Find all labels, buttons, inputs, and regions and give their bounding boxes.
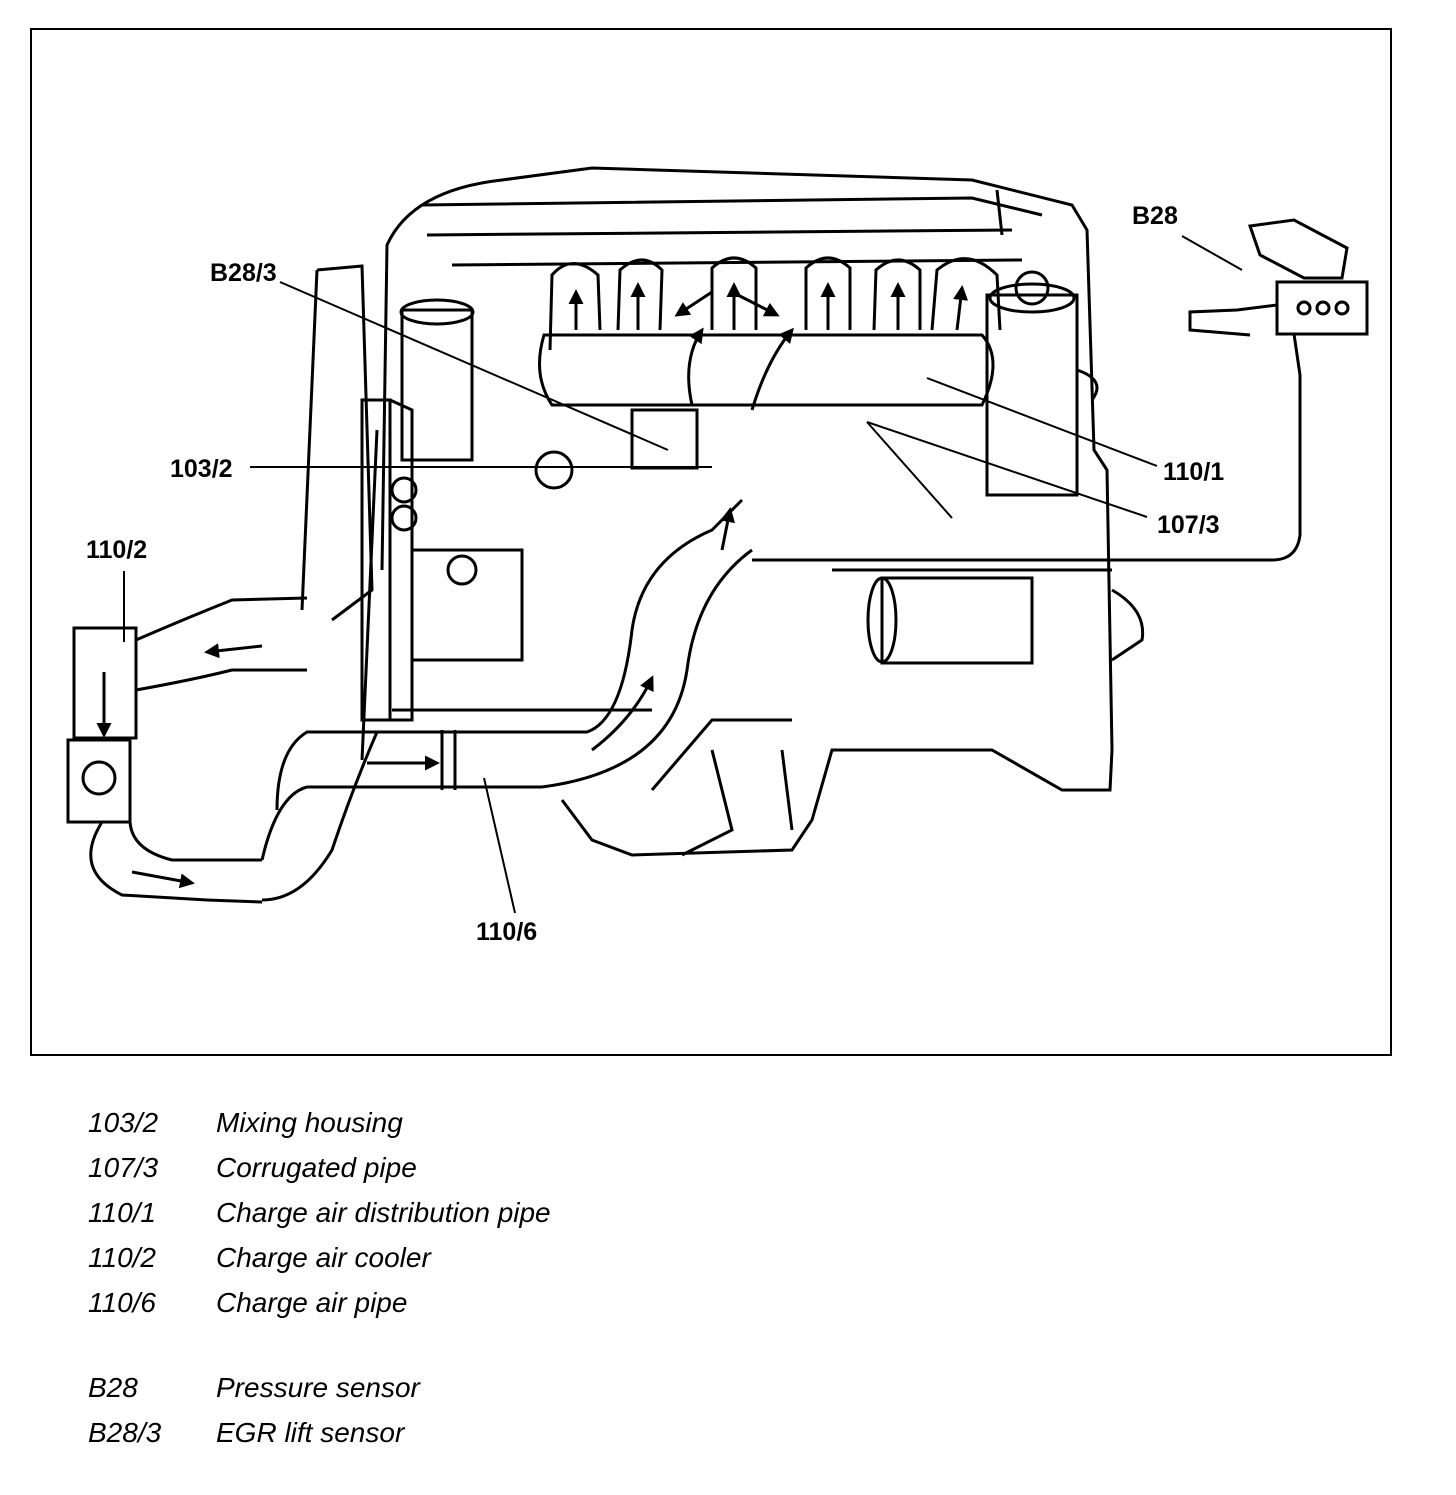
legend-description: Corrugated pipe: [216, 1151, 417, 1183]
mixing-housing: [390, 298, 699, 662]
legend-item: B28/3 EGR lift sensor: [88, 1410, 551, 1455]
callout-b28: B28: [1132, 202, 1178, 230]
charge-air-pipe: [367, 498, 753, 790]
legend-description: Charge air pipe: [216, 1286, 408, 1318]
engine-diagram: B28 B28/3 103/2 110/1 107/3 110/2 110/6: [30, 28, 1392, 1056]
distribution-pipe: [538, 290, 995, 411]
legend-item: 110/2 Charge air cooler: [88, 1235, 551, 1280]
charge-air-cooler: [66, 596, 380, 904]
legend-code: 110/1: [88, 1196, 156, 1228]
legend-item: 110/1 Charge air distribution pipe: [88, 1190, 551, 1235]
legend-code: B28: [88, 1371, 138, 1403]
legend-code: 103/2: [88, 1106, 159, 1138]
legend-description: Pressure sensor: [216, 1371, 420, 1403]
engine-block: [300, 166, 1114, 857]
legend-item: 107/3 Corrugated pipe: [88, 1145, 551, 1190]
legend-item: 103/2 Mixing housing: [88, 1100, 551, 1145]
legend-description: Charge air distribution pipe: [216, 1196, 551, 1228]
callout-110-6: 110/6: [476, 918, 537, 946]
legend-code: 107/3: [88, 1151, 159, 1183]
callout-103-2: 103/2: [170, 455, 233, 483]
legend-code: 110/2: [88, 1241, 156, 1273]
legend-description: EGR lift sensor: [216, 1416, 405, 1448]
pressure-sensor: [752, 218, 1369, 562]
legend-group: B28 Pressure sensor B28/3 EGR lift senso…: [88, 1365, 551, 1455]
legend-item: 110/6 Charge air pipe: [88, 1280, 551, 1325]
legend-code: B28/3: [88, 1416, 162, 1448]
leader-lines: [123, 235, 1243, 914]
oil-filter-housing: [985, 270, 1099, 497]
callout-110-1: 110/1: [1163, 458, 1224, 486]
legend-group: 103/2 Mixing housing 107/3 Corrugated pi…: [88, 1100, 551, 1325]
parts-legend: 103/2 Mixing housing 107/3 Corrugated pi…: [88, 1100, 551, 1495]
callout-b28-3: B28/3: [210, 259, 277, 287]
legend-item: B28 Pressure sensor: [88, 1365, 551, 1410]
legend-description: Mixing housing: [216, 1106, 403, 1138]
legend-code: 110/6: [88, 1286, 156, 1318]
callout-107-3: 107/3: [1157, 511, 1220, 539]
engine-drawing: B28 B28/3 103/2 110/1 107/3 110/2 110/6: [66, 166, 1369, 946]
starter-motor: [866, 576, 1145, 665]
legend-description: Charge air cooler: [216, 1241, 431, 1273]
belt-pulley: [360, 398, 414, 722]
callout-110-2: 110/2: [86, 536, 147, 564]
